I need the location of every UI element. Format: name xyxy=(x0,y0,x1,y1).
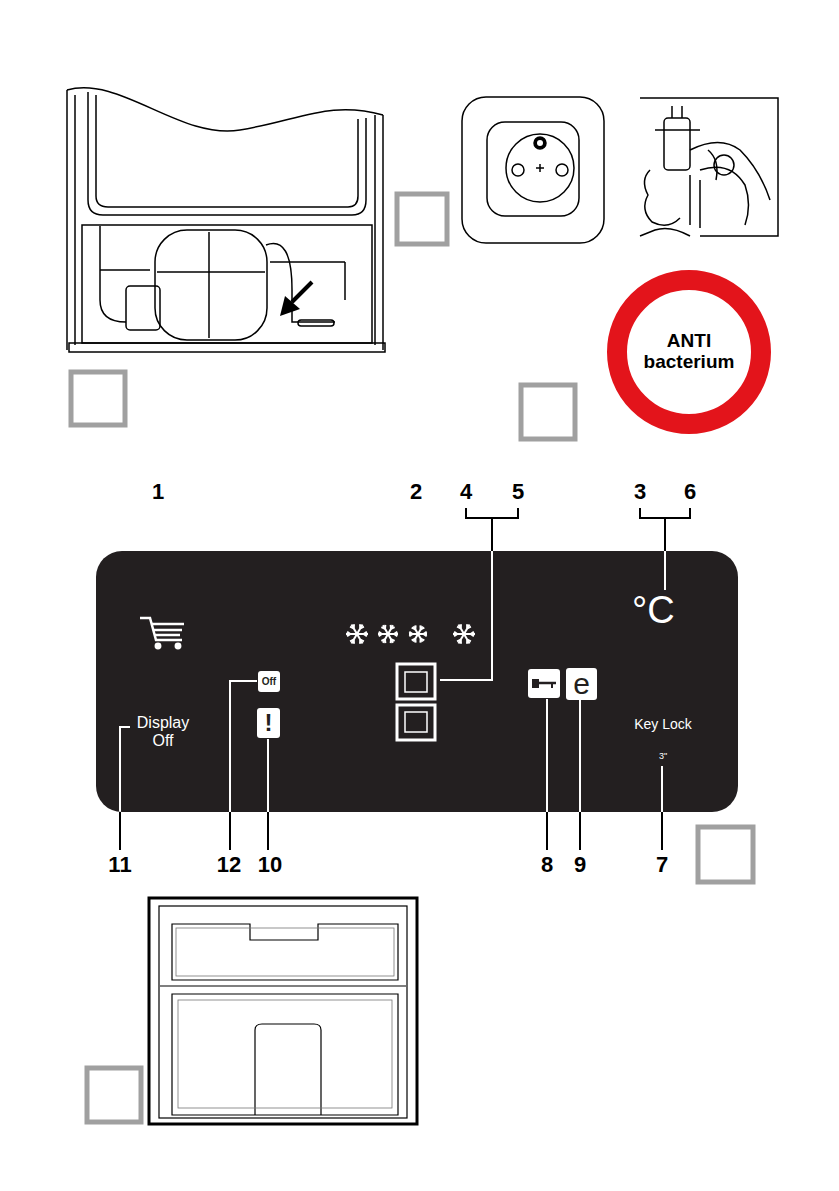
callout-number: 12 xyxy=(209,854,249,876)
ring xyxy=(617,280,761,424)
socket-illustration xyxy=(462,97,604,243)
indicator-text: Off xyxy=(262,677,276,687)
display-off-label: Display Off xyxy=(126,714,200,751)
callout-number: 8 xyxy=(527,854,567,876)
control-panel: Off! e °C Display Off Key Lock 3" xyxy=(96,551,738,812)
callout-number: 10 xyxy=(250,854,290,876)
indicator-text: e xyxy=(573,669,590,699)
callout-number: 2 xyxy=(396,481,436,503)
panel-text-holder: °C xyxy=(632,589,692,633)
callout-holder: 12 xyxy=(209,854,249,876)
digit-display xyxy=(397,664,435,740)
leader-lines xyxy=(120,508,690,850)
callout-number: 3 xyxy=(620,481,660,503)
callout-holder: 10 xyxy=(250,854,290,876)
callout-holder: 6 xyxy=(670,481,710,503)
panel-text-holder: 3" xyxy=(653,751,673,761)
callout-holder: 2 xyxy=(396,481,436,503)
callout-holder: 9 xyxy=(560,854,600,876)
plug-illustration xyxy=(640,98,778,236)
callout-number: 6 xyxy=(670,481,710,503)
indicator-text: ! xyxy=(265,711,273,735)
callout-number: 11 xyxy=(100,854,140,876)
anti-bacterium-badge: ANTI bacterium xyxy=(607,270,771,434)
key-lock-icon xyxy=(528,669,560,698)
shopping-cart-icon xyxy=(140,618,184,648)
callout-number: 9 xyxy=(560,854,600,876)
panel-text-holder: Key Lock xyxy=(634,716,692,732)
key-lock-label: Key Lock xyxy=(634,716,692,732)
hold-time: 3" xyxy=(653,751,673,761)
alarm-indicator: ! xyxy=(257,708,280,738)
eco-indicator: e xyxy=(566,668,597,700)
callout-number: 5 xyxy=(498,481,538,503)
off-indicator: Off xyxy=(258,671,280,692)
badge-text: ANTI bacterium xyxy=(639,331,739,373)
temperature-unit: °C xyxy=(632,589,692,633)
callout-holder: 5 xyxy=(498,481,538,503)
snowflake-icon xyxy=(378,625,398,643)
snowflake-icon xyxy=(453,624,475,643)
compressor-illustration xyxy=(67,88,385,352)
leader-lines-inside xyxy=(120,551,690,812)
callout-holder: 11 xyxy=(100,854,140,876)
callout-number: 1 xyxy=(138,481,178,503)
callout-holder: 1 xyxy=(138,481,178,503)
snowflake-icon xyxy=(346,624,368,643)
callout-holder: 4 xyxy=(446,481,486,503)
pointer-arrow xyxy=(280,282,312,316)
drawer-illustration xyxy=(149,898,417,1124)
callout-holder: 7 xyxy=(642,854,682,876)
panel-text-holder: Display Off xyxy=(126,714,200,751)
callout-holder: 3 xyxy=(620,481,660,503)
callout-number: 4 xyxy=(446,481,486,503)
snowflake-icon xyxy=(409,625,427,642)
callout-number: 7 xyxy=(642,854,682,876)
callout-holder: 8 xyxy=(527,854,567,876)
